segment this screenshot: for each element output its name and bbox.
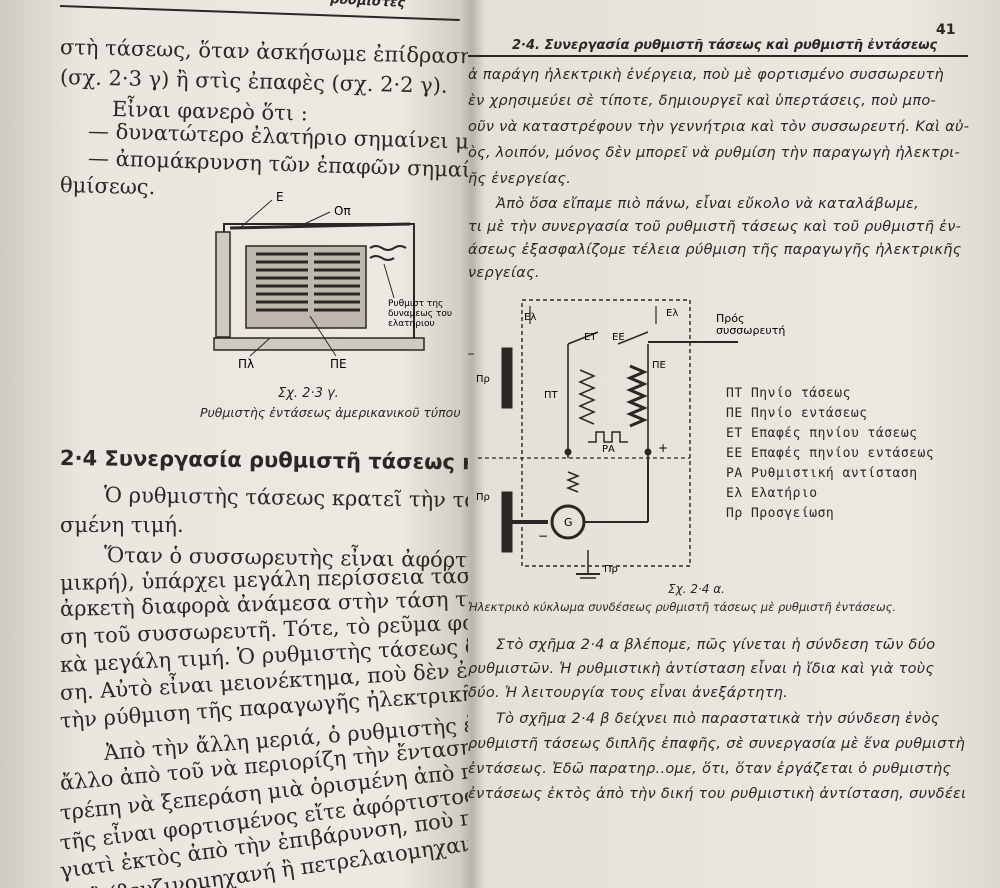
running-head: 2·4. Συνεργασία ρυθμιστῆ τάσεως καὶ ρυθμ… [512,38,938,53]
circuit-drawing [468,299,738,579]
label-op: Οπ [334,204,351,218]
regulator-drawing [213,199,425,357]
legend-item: ΕΤ Επαφές πηνίου τάσεως [726,426,918,441]
text-line: τι μὲ τὴν συνεργασία τοῦ ρυθμιστῆ τάσεως… [468,219,962,235]
section-heading: 2·4 Συνεργασία ρυθμιστῆ τάσεως καὶ ρυθμι… [59,446,468,476]
header-rule [468,55,968,57]
label-el-left: Ελ [524,312,536,323]
regulator-figure: Ε Οπ Πλ ΠΕ Ρυθμιστ της δυναμεως του ελατ… [213,190,452,371]
circuit-figure: Ελ Ελ ΕΤ ΕΕ ΠΕ ΠΤ ΡΑ Πρ Πρ Πρ G + − Πρός… [468,299,785,579]
label-adjust-3: ελατηριου [388,319,435,329]
label-ra: ΡΑ [602,444,615,455]
legend-item: Πρ Προσγείωση [726,506,835,521]
text-line: ἐντάσεως ἐκτὸς ἀπὸ τὴν δική του ρυθμιστι… [468,786,967,802]
label-pr-bottom: Πρ [604,564,618,575]
text-line: ρυθμιστῶν. Ἡ ρυθμιστικὴ ἀντίσταση εἶναι … [468,661,935,677]
text-line: Τὸ σχῆμα 2·4 β δείχνει πιὸ παραστατικὰ τ… [496,711,940,727]
running-head: ρυθμιστές [329,0,406,11]
label-pr-top: Πρ [476,374,490,385]
text-line: δύο. Ἡ λειτουργία τους εἶναι ἀνεξάρτητη. [468,685,789,701]
label-pt: ΠΤ [544,390,559,401]
text-line: άσεως ἐξασφαλίζομε τέλεια ρύθμιση τῆς πα… [468,242,962,258]
text-line: Ἀπὸ ὅσα εἴπαμε πιὸ πάνω, εἶναι εὔκολο νὰ… [496,196,920,212]
legend-item: ΠΤ Πηνίο τάσεως [726,386,851,401]
right-page: 2·4. Συνεργασία ρυθμιστῆ τάσεως καὶ ρυθμ… [468,0,1000,888]
label-adjust-1: Ρυθμιστ της [388,299,443,309]
text-line: νεργείας. [468,265,540,281]
text-line: ἐντάσεως. Ἐδῶ παρατηρ..ομε, ὅτι, ὅταν ἐρ… [468,761,952,777]
label-et: ΕΤ [584,332,597,343]
page-number: 41 [936,22,956,38]
text-line: ὲν χρησιμεύει σὲ τίποτε, δημιουργεῖ καὶ … [468,93,937,109]
label-to-battery-1: Πρός [716,312,744,325]
text-line: Ὁ ρυθμιστὴς τάσεως κρατεῖ τὴν τάση τῆς γ… [103,483,468,514]
label-adjust-2: δυναμεως του [388,309,452,319]
label-pe: ΠΕ [652,360,666,371]
label-plus: + [658,441,668,455]
legend-item: ΡΑ Ρυθμιστική αντίσταση [726,466,918,481]
text-line: ῆς ἐνεργείας. [468,171,572,187]
label-pl: Πλ [238,357,254,371]
legend-item: ΕΕ Επαφές πηνίου εντάσεως [726,446,935,461]
label-generator: G [564,516,573,529]
text-line: σμένη τιμή. [60,513,184,537]
label-to-battery-2: συσσωρευτή [716,324,785,337]
text-line: Στὸ σχῆμα 2·4 α βλέπομε, πῶς γίνεται ἡ σ… [496,637,936,653]
label-el-right: Ελ [666,308,678,319]
text-line: θμίσεως. [59,173,156,200]
text-line: ὸς, λοιπόν, μόνος δὲν μπορεῖ νὰ ρυθμίση … [468,145,961,161]
legend-item: Ελ Ελατήριο [726,486,818,501]
text-line: ρυθμιστῆ τάσεως διπλῆς ἐπαφῆς, σὲ συνεργ… [468,736,966,752]
text-line: ἀ παράγη ἠλεκτρικὴ ἐνέργεια, ποὺ μὲ φορτ… [468,67,944,83]
figure-number: Σχ. 2·3 γ. [278,386,339,401]
label-pr-mid: Πρ [476,492,490,503]
label-ee: ΕΕ [612,332,625,343]
label-minus: − [538,529,548,543]
figure-caption: Ρυθμιστὴς ἐντάσεως ἀμερικανικοῦ τύπου [200,405,461,420]
figure-number: Σχ. 2·4 α. [668,582,725,596]
label-e: Ε [276,190,284,204]
text-line: οῦν νὰ καταστρέφουν τὴν γεννήτρια καὶ τὸ… [468,119,970,135]
left-page: ρυθμιστές στὴ τάσεως, ὅταν ἀσκήσωμε ἐπίδ… [0,0,468,888]
label-pe: ΠΕ [330,357,347,371]
legend-item: ΠΕ Πηνίο εντάσεως [726,406,868,421]
figure-caption: Ἠλεκτρικὸ κύκλωμα συνδέσεως ρυθμιστῆ τάσ… [468,600,896,614]
text-line: (σχ. 2·3 γ) ἢ στὶς ἐπαφὲς (σχ. 2·2 γ). [59,65,448,98]
